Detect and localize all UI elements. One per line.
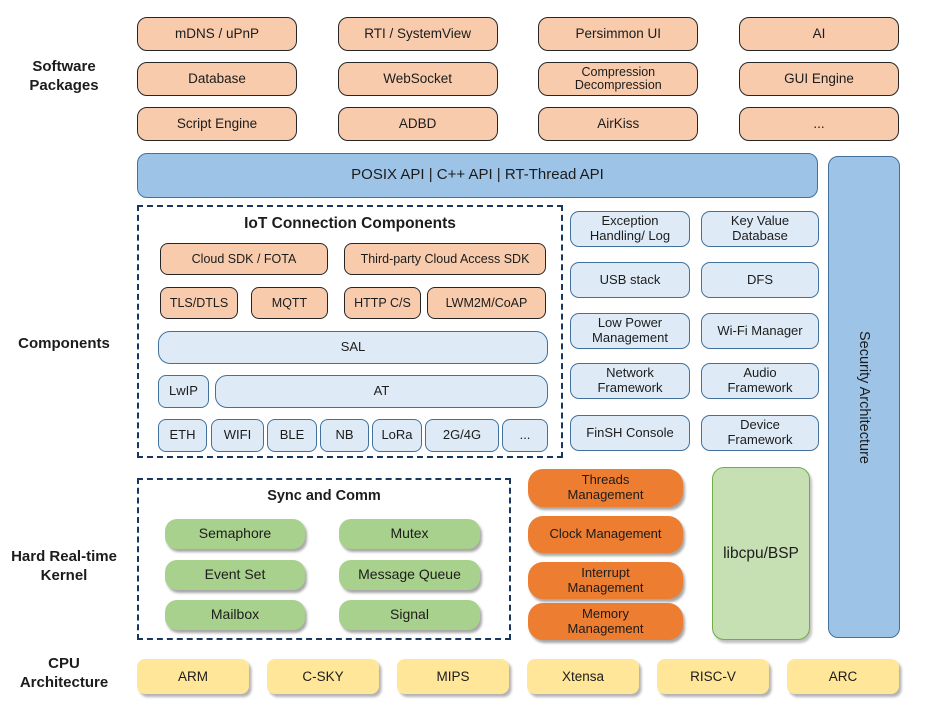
box-message-queue: Message Queue [339, 560, 480, 590]
pkg-more: ... [738, 107, 899, 141]
label-cpu-architecture: CPU Architecture [19, 655, 109, 691]
box-mailbox: Mailbox [165, 600, 305, 630]
box-threads-management: Threads Management [528, 469, 683, 507]
fw-wifi-manager: Wi-Fi Manager [701, 313, 819, 349]
pkg-airkiss: AirKiss [538, 107, 699, 141]
box-lora: LoRa [372, 419, 422, 452]
box-memory-management: Memory Management [528, 603, 683, 640]
box-http-cs: HTTP C/S [344, 287, 421, 319]
fw-network-framework: Network Framework [570, 363, 690, 399]
pkg-gui-engine: GUI Engine [738, 62, 899, 96]
pkg-mdns-upnp: mDNS / uPnP [137, 17, 297, 51]
cpu-arc: ARC [787, 659, 899, 694]
cpu-risc-v: RISC-V [657, 659, 769, 694]
box-signal: Signal [339, 600, 480, 630]
api-layer-bar: POSIX API | C++ API | RT-Thread API [137, 153, 818, 198]
box-libcpu-bsp: libcpu/BSP [712, 467, 810, 640]
box-eth: ETH [158, 419, 207, 452]
box-at: AT [215, 375, 548, 408]
box-lwip: LwIP [158, 375, 209, 408]
cpu-c-sky: C-SKY [267, 659, 379, 694]
pkg-adbd: ADBD [337, 107, 498, 141]
box-sal: SAL [158, 331, 548, 364]
box-cloud-sdk-fota: Cloud SDK / FOTA [160, 243, 328, 275]
cpu-xtensa: Xtensa [527, 659, 639, 694]
iot-components-title: IoT Connection Components [244, 215, 456, 232]
label-hard-realtime-kernel: Hard Real-time Kernel [11, 548, 117, 584]
box-mqtt: MQTT [251, 287, 328, 319]
fw-low-power-management: Low Power Management [570, 313, 690, 349]
label-components: Components [18, 335, 110, 352]
pkg-compression-decompression: Compression Decompression [538, 62, 699, 96]
pkg-persimmon-ui: Persimmon UI [538, 17, 699, 51]
fw-audio-framework: Audio Framework [701, 363, 819, 399]
sync-and-comm-title: Sync and Comm [267, 488, 381, 504]
box-tls-dtls: TLS/DTLS [160, 287, 238, 319]
box-mutex: Mutex [339, 519, 480, 549]
cpu-architecture-row: ARM C-SKY MIPS Xtensa RISC-V ARC [137, 659, 899, 694]
fw-finsh-console: FinSH Console [570, 415, 690, 451]
box-link-more: ... [502, 419, 548, 452]
cpu-arm: ARM [137, 659, 249, 694]
box-clock-management: Clock Management [528, 516, 683, 553]
fw-key-value-database: Key Value Database [701, 211, 819, 247]
pkg-ai: AI [738, 17, 899, 51]
pkg-database: Database [137, 62, 297, 96]
security-architecture-bar: Security Architecture [828, 156, 900, 638]
box-nb: NB [320, 419, 369, 452]
pkg-script-engine: Script Engine [137, 107, 297, 141]
box-semaphore: Semaphore [165, 519, 305, 549]
sync-and-comm-box: Sync and Comm Semaphore Mutex Event Set … [137, 478, 511, 640]
fw-dfs: DFS [701, 262, 819, 298]
box-event-set: Event Set [165, 560, 305, 590]
pkg-rti-systemview: RTI / SystemView [337, 17, 498, 51]
fw-exception-handling-log: Exception Handling/ Log [570, 211, 690, 247]
box-ble: BLE [267, 419, 317, 452]
box-2g-4g: 2G/4G [425, 419, 499, 452]
box-interrupt-management: Interrupt Management [528, 562, 683, 599]
cpu-mips: MIPS [397, 659, 509, 694]
box-lwm2m-coap: LWM2M/CoAP [427, 287, 546, 319]
software-packages-grid: mDNS / uPnP RTI / SystemView Persimmon U… [137, 17, 899, 141]
box-wifi: WIFI [211, 419, 264, 452]
box-third-party-cloud-sdk: Third-party Cloud Access SDK [344, 243, 546, 275]
fw-usb-stack: USB stack [570, 262, 690, 298]
label-software-packages: Software Packages [29, 58, 99, 94]
pkg-websocket: WebSocket [337, 62, 498, 96]
iot-connection-components-box: IoT Connection Components Cloud SDK / FO… [137, 205, 563, 458]
fw-device-framework: Device Framework [701, 415, 819, 451]
